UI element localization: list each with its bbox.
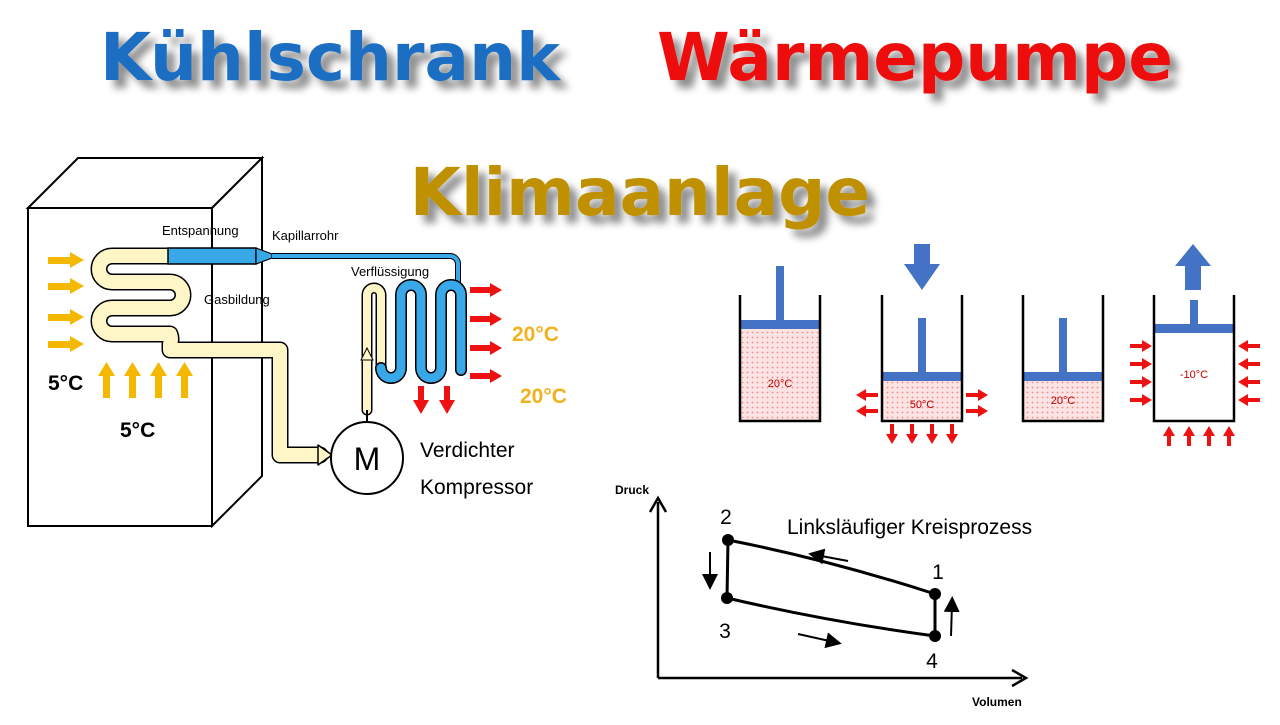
cylinder-wall [880, 295, 964, 423]
title-klimaanlage: Klimaanlage [410, 154, 870, 231]
piston-head [883, 372, 961, 381]
cylinder-3: 20°C [1021, 295, 1105, 423]
cylinder-2: 50°C [856, 244, 988, 444]
evaporator-coil [90, 247, 333, 466]
title-group: Kühlschrank Wärmepumpe Klimaanlage [100, 19, 1173, 231]
expansion-arrow [1175, 244, 1211, 290]
cycle-point-3 [721, 592, 733, 604]
heat-out-arrow-right [470, 312, 502, 326]
cycle-label-4: 4 [926, 650, 938, 673]
cylinder-temp: 20°C [1051, 395, 1076, 407]
cylinder-wall [1021, 295, 1105, 423]
heat-out-arrow-right [470, 283, 502, 297]
heat-out-arrows [413, 283, 502, 414]
heat-out-arrow-down [413, 386, 429, 414]
cycle-point-2 [722, 534, 734, 546]
title-waermepumpe: Wärmepumpe [657, 19, 1173, 96]
fridge-labels: Entspannung Kapillarrohr Gasbildung Verf… [48, 223, 567, 499]
label-temp-out-1: 20°C [512, 323, 559, 346]
cylinder-wall [738, 295, 822, 423]
y-axis-label: Druck [615, 483, 649, 497]
heat-arrow-left [48, 309, 84, 325]
piston-rod [1059, 318, 1067, 372]
heat-arrow-left [48, 278, 84, 294]
compression-arrow [904, 244, 940, 290]
cycle-path [725, 538, 937, 638]
cylinder-temp: 50°C [910, 399, 935, 411]
heat-in-arrows [48, 252, 193, 398]
gas-volume [1024, 381, 1102, 420]
cylinder-4: -10°C [1130, 244, 1260, 446]
heat-arrow-bottom [176, 362, 193, 398]
cylinder-temp: -10°C [1180, 369, 1208, 381]
condenser-coil [360, 279, 467, 416]
motor-symbol: M [354, 441, 381, 477]
label-gasbildung: Gasbildung [204, 292, 270, 307]
pv-diagram: Druck Volumen Linksläufiger Kreisprozess… [615, 483, 1032, 709]
compressor-circle [330, 421, 404, 495]
cycle-point-4 [929, 630, 941, 642]
expansion-valve [167, 247, 257, 265]
heat-out-arrow-down [439, 386, 455, 414]
cylinder-wall [1152, 295, 1236, 423]
gas-volume [741, 329, 819, 420]
cycle-label-2: 2 [720, 506, 732, 529]
heat-arrow-left [48, 336, 84, 352]
direction-arrow-top [808, 548, 849, 565]
cylinder-temp: 20°C [768, 378, 793, 390]
label-temp-inside-left: 5°C [48, 372, 83, 395]
heat-arrow-bottom [98, 362, 115, 398]
heat-in-arrows-cyl4 [1130, 340, 1260, 446]
direction-arrow-bottom [797, 632, 842, 649]
piston-rod [1190, 300, 1198, 324]
direction-arrow-right [943, 596, 960, 637]
gas-volume [1155, 333, 1233, 420]
label-temp-out-2: 20°C [520, 385, 567, 408]
capillary-tube [167, 247, 461, 370]
cylinder-1: 20°C [738, 266, 822, 423]
label-verfluessigung: Verflüssigung [351, 264, 429, 279]
piston-rod [776, 266, 784, 320]
heat-out-arrow-right [470, 369, 502, 383]
heat-arrow-left [48, 252, 84, 268]
compressor: M [330, 410, 404, 495]
cycle-point-1 [929, 588, 941, 600]
label-verdichter: Verdichter [420, 439, 515, 462]
label-kapillarrohr: Kapillarrohr [272, 228, 339, 243]
label-entspannung: Entspannung [162, 223, 239, 238]
piston-head [1024, 372, 1102, 381]
x-axis-label: Volumen [972, 695, 1022, 709]
piston-head [741, 320, 819, 329]
piston-rod [918, 318, 926, 372]
heat-out-arrow-right [470, 341, 502, 355]
label-temp-inside-bottom: 5°C [120, 419, 155, 442]
title-kuehlschrank: Kühlschrank [100, 19, 562, 96]
label-kompressor: Kompressor [420, 476, 533, 499]
pv-title: Linksläufiger Kreisprozess [787, 516, 1032, 539]
heat-arrow-bottom [150, 362, 167, 398]
cycle-label-1: 1 [932, 561, 944, 584]
heat-out-arrows-cyl2 [856, 389, 988, 444]
heat-arrow-bottom [124, 362, 141, 398]
gas-volume [883, 381, 961, 420]
cycle-label-3: 3 [719, 620, 731, 643]
piston-head [1155, 324, 1233, 333]
